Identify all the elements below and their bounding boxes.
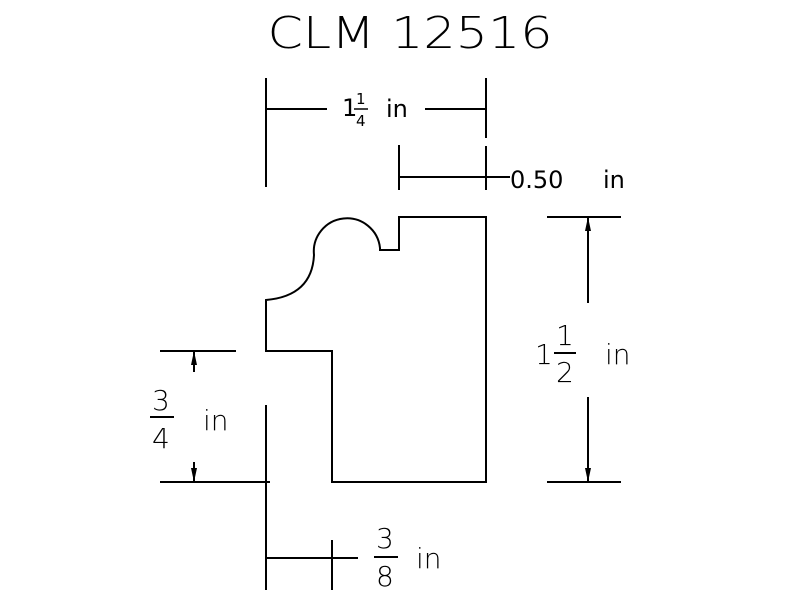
svg-text:in: in: [203, 404, 229, 437]
svg-text:3: 3: [376, 522, 394, 555]
svg-text:8: 8: [376, 560, 394, 593]
svg-text:in: in: [386, 95, 408, 123]
dimension-width: 1 1 4 in: [265, 78, 487, 187]
svg-text:0.50: 0.50: [510, 166, 563, 194]
profile-outline: [265, 216, 487, 483]
dimension-lower-height: 3 4 in: [150, 350, 270, 483]
svg-text:3: 3: [152, 384, 170, 417]
svg-text:in: in: [605, 338, 631, 371]
dimension-offset: 0.50 in: [398, 145, 625, 194]
svg-text:4: 4: [152, 422, 170, 455]
svg-text:1: 1: [556, 319, 574, 352]
dimension-height: 1 1 2 in: [535, 216, 631, 483]
svg-text:4: 4: [356, 112, 366, 130]
svg-text:1: 1: [356, 90, 366, 108]
dimension-lower-width: 3 8 in: [265, 405, 442, 593]
svg-text:in: in: [416, 542, 442, 575]
svg-text:in: in: [603, 166, 625, 194]
svg-text:1: 1: [535, 338, 553, 371]
drawing-title: CLM 12516: [268, 8, 553, 59]
svg-text:1: 1: [342, 94, 357, 122]
svg-text:2: 2: [556, 356, 574, 389]
